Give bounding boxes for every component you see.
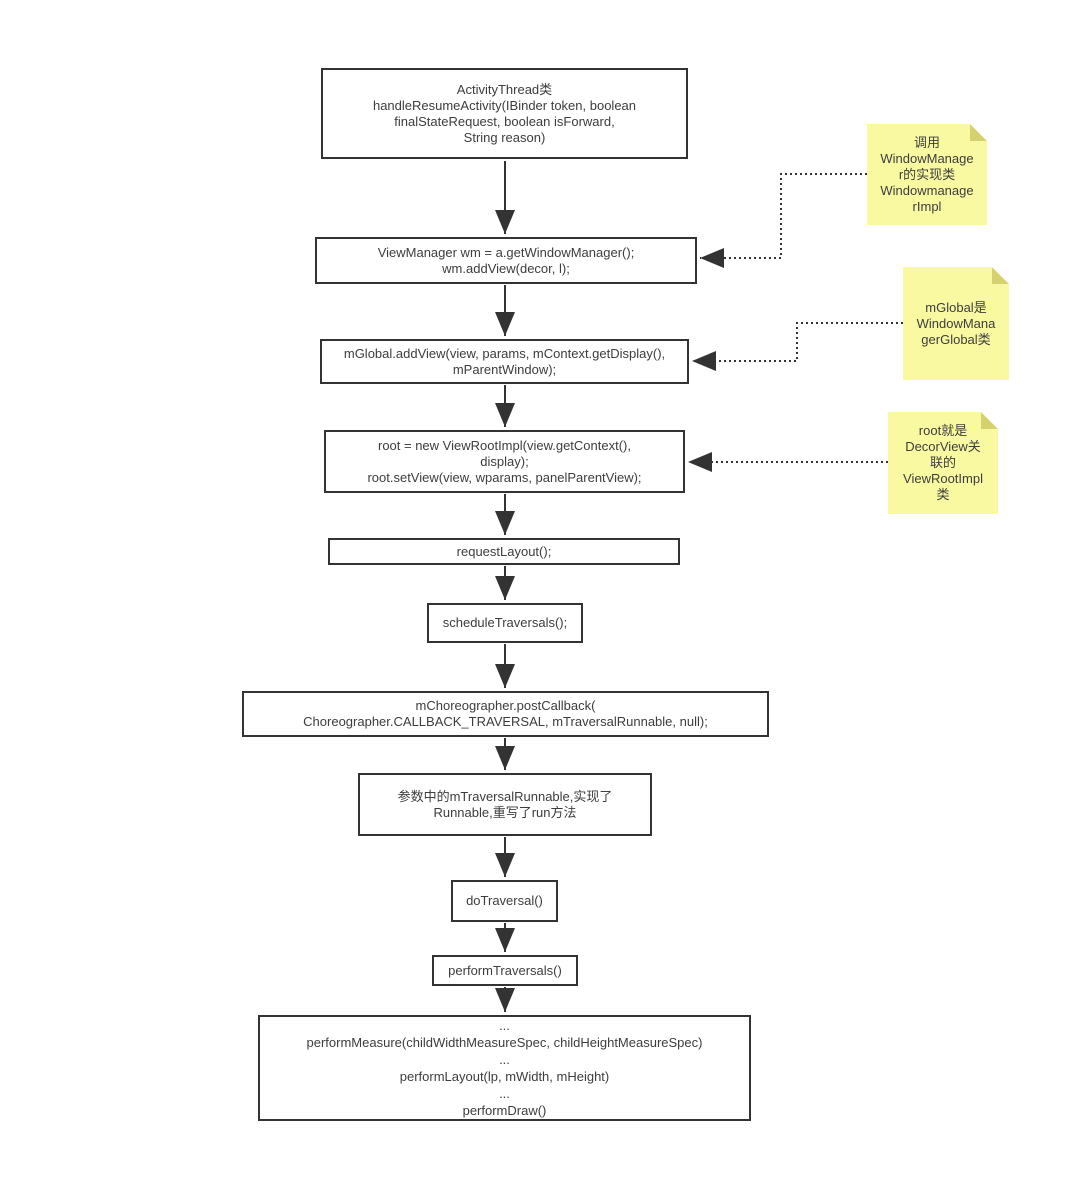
sticky-note-windowmanager-impl: 调用 WindowManage r的实现类 Windowmanage rImpl <box>867 124 987 225</box>
flow-box-traversal-runnable: 参数中的mTraversalRunnable,实现了 Runnable,重写了r… <box>358 773 652 836</box>
sticky-note-viewrootimpl: root就是 DecorView关 联的 ViewRootImpl 类 <box>888 412 998 514</box>
flow-box-measure-layout-draw: ... performMeasure(childWidthMeasureSpec… <box>258 1015 751 1121</box>
flow-box-activity-thread: ActivityThread类 handleResumeActivity(IBi… <box>321 68 688 159</box>
connector-note1-box2 <box>700 173 867 268</box>
flow-box-viewrootimpl-setview: root = new ViewRootImpl(view.getContext(… <box>324 430 685 493</box>
flow-box-perform-traversals: performTraversals() <box>432 955 578 986</box>
flow-box-request-layout: requestLayout(); <box>328 538 680 565</box>
connector-note2-box3 <box>692 322 903 371</box>
flow-box-viewmanager-addview: ViewManager wm = a.getWindowManager(); w… <box>315 237 697 284</box>
note-text: mGlobal是 WindowMana gerGlobal类 <box>916 299 996 347</box>
note-text: root就是 DecorView关 联的 ViewRootImpl 类 <box>903 423 983 502</box>
sticky-note-windowmanager-global: mGlobal是 WindowMana gerGlobal类 <box>903 267 1009 380</box>
flow-box-schedule-traversals: scheduleTraversals(); <box>427 603 583 643</box>
flow-box-choreographer-postcallback: mChoreographer.postCallback( Choreograph… <box>242 691 769 737</box>
flow-box-mglobal-addview: mGlobal.addView(view, params, mContext.g… <box>320 339 689 384</box>
note-connectors <box>688 173 903 472</box>
note-text: 调用 WindowManage r的实现类 Windowmanage rImpl <box>880 134 974 214</box>
flow-box-do-traversal: doTraversal() <box>451 880 558 922</box>
